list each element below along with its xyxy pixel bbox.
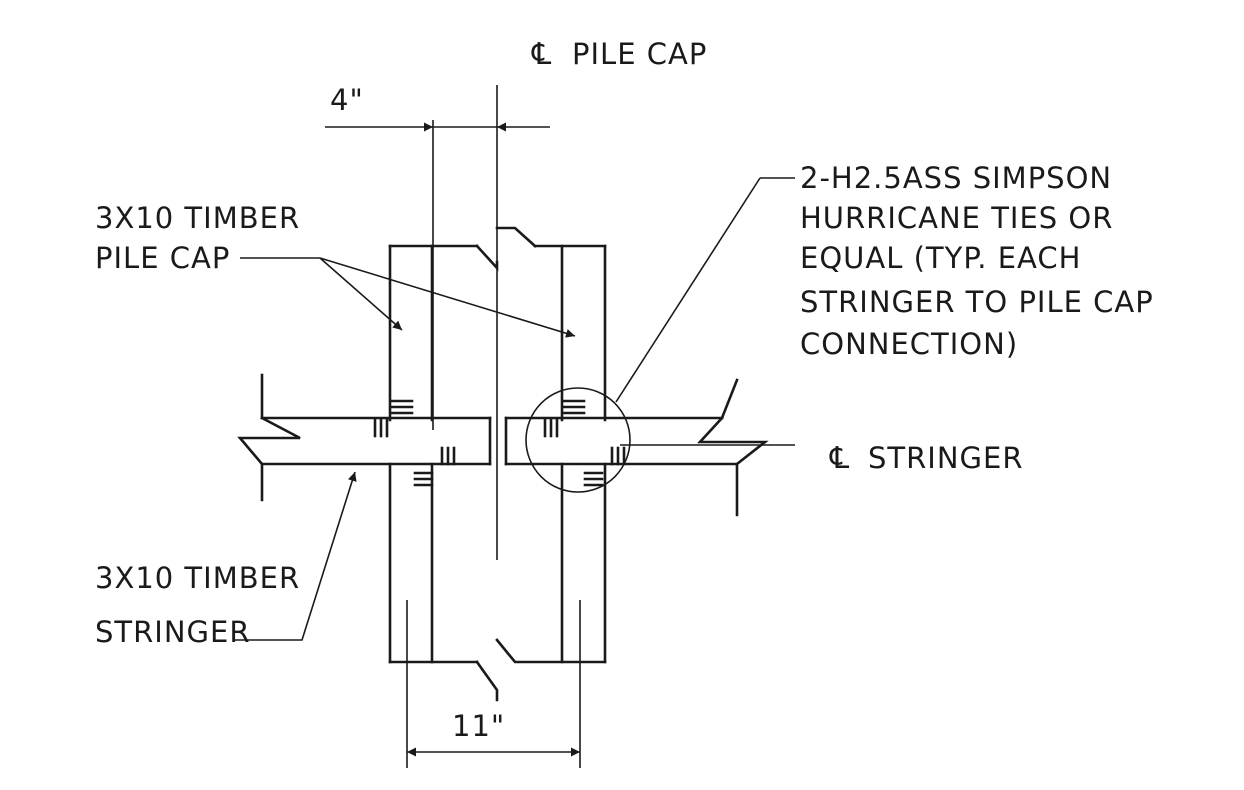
right-pile-cap <box>495 226 607 664</box>
connection-detail-circle <box>525 387 631 493</box>
stringer-note: 3X10 TIMBER STRINGER <box>95 561 300 649</box>
pile-cap-note-line-2: PILE CAP <box>95 241 230 275</box>
tie-mark-right-upper <box>543 399 586 438</box>
dimension-top: 4" <box>325 83 550 430</box>
tie-note-line-4: STRINGER TO PILE CAP <box>800 285 1154 319</box>
tie-note-line-3: EQUAL (TYP. EACH <box>800 241 1081 275</box>
tie-mark-right-lower <box>583 446 626 487</box>
right-stringer <box>504 378 769 517</box>
dim-bottom-label: 11" <box>452 709 505 743</box>
dim-top-label: 4" <box>330 83 364 117</box>
tie-mark-left-lower <box>413 446 456 487</box>
left-stringer <box>237 373 492 502</box>
hurricane-tie-marks <box>373 399 626 487</box>
label-cl-stringer: STRINGER <box>868 441 1023 475</box>
pile-cap-note-line-1: 3X10 TIMBER <box>95 201 300 235</box>
centerline-symbol-stringer: ℄ <box>829 441 849 476</box>
tie-mark-left-upper <box>373 399 414 438</box>
leaders <box>234 177 795 641</box>
tie-note-line-5: CONNECTION) <box>800 327 1018 361</box>
tie-note-line-2: HURRICANE TIES OR <box>800 201 1113 235</box>
pile-cap-note: 3X10 TIMBER PILE CAP <box>95 201 300 275</box>
centerline-symbol-pile-cap: ℄ <box>531 37 551 72</box>
stringer-note-line-1: 3X10 TIMBER <box>95 561 300 595</box>
dimension-bottom: 11" <box>406 600 581 768</box>
left-pile-cap <box>388 244 499 702</box>
label-cl-pile-cap: PILE CAP <box>572 37 707 71</box>
tie-note: 2-H2.5ASS SIMPSON HURRICANE TIES OR EQUA… <box>800 161 1154 361</box>
stringer-note-line-2: STRINGER <box>95 615 250 649</box>
tie-note-line-1: 2-H2.5ASS SIMPSON <box>800 161 1112 195</box>
